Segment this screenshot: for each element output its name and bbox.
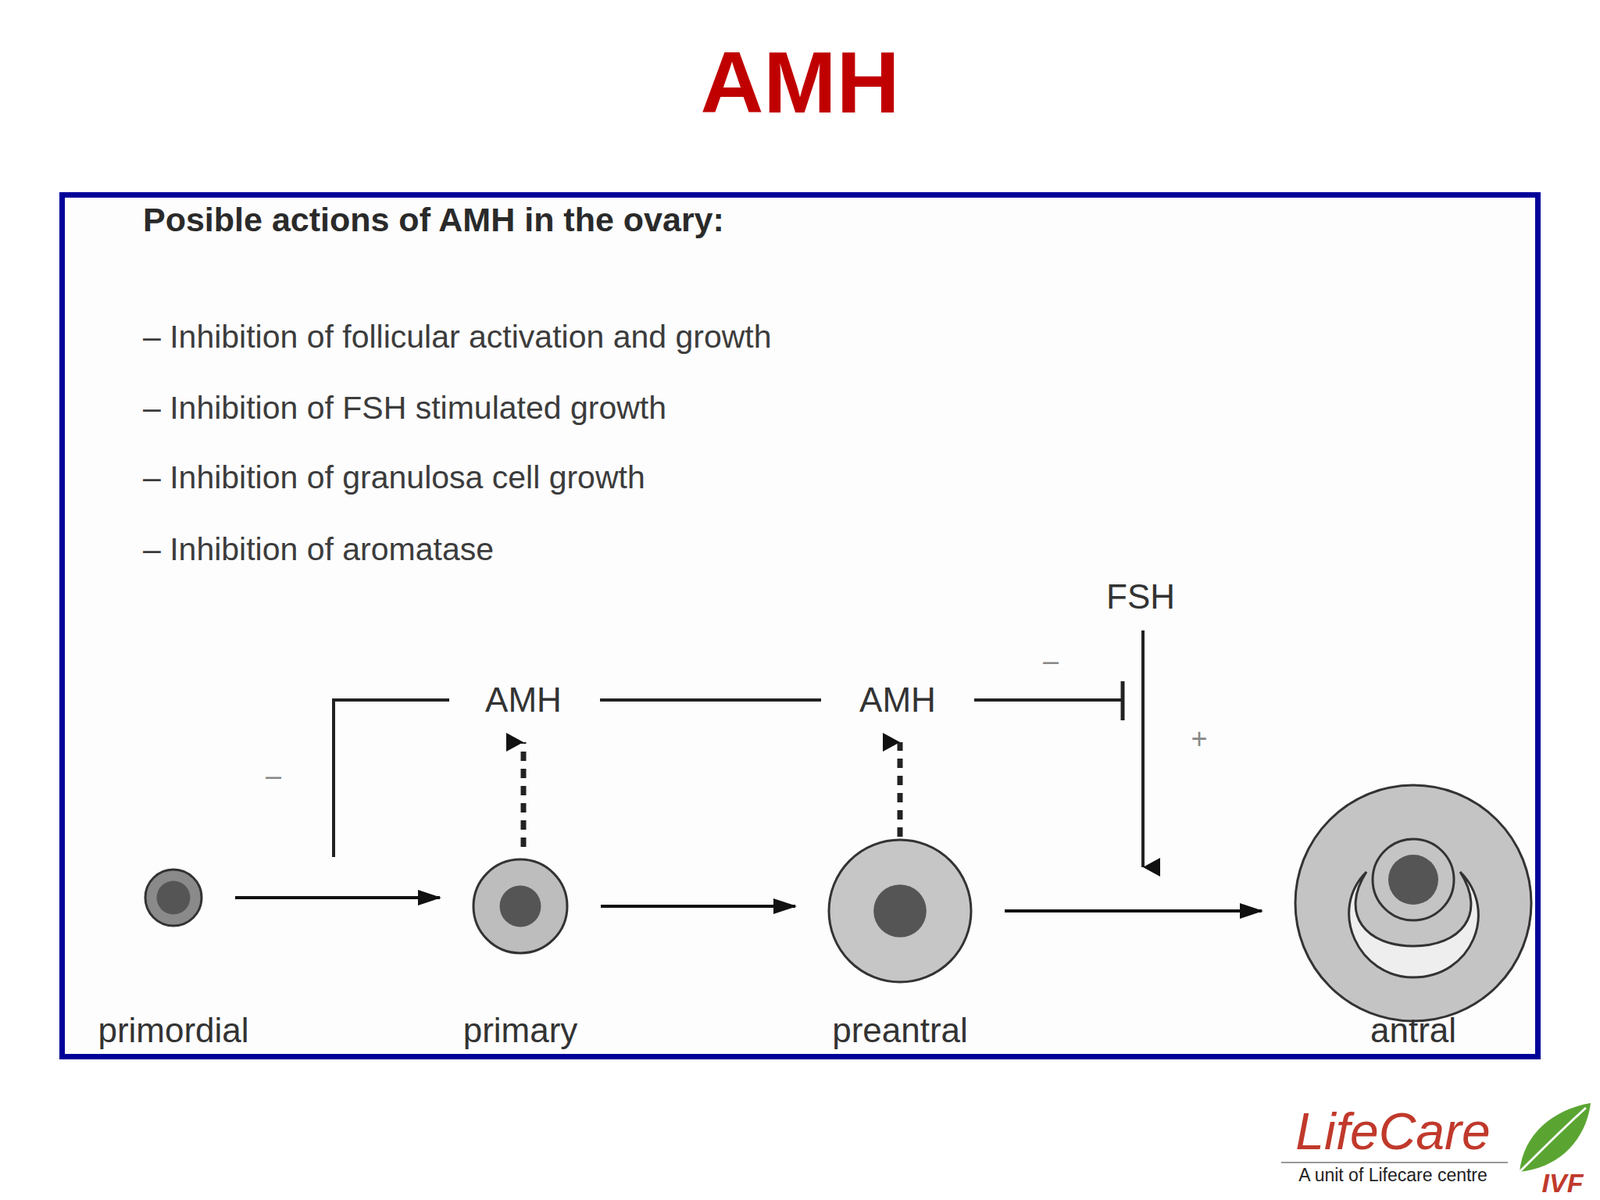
follicle-circle: primordial [142, 867, 204, 929]
page-title: AMH [700, 32, 900, 133]
bullet-text: – Inhibition of granulosa cell growth [142, 459, 646, 497]
bullet-text: – Inhibition of follicular activation an… [142, 318, 772, 356]
stage-label: preantral [832, 1010, 968, 1050]
sign-label: – [265, 759, 282, 793]
stage-label: antral [1370, 1010, 1457, 1050]
stage-label: primordial [97, 1010, 249, 1050]
logo-text: LifeCare [1295, 1101, 1490, 1161]
hormone-label: AMH [859, 680, 936, 720]
follicle-shape [471, 857, 570, 956]
follicle-shape [1292, 782, 1534, 1024]
follicle-circle: primary [471, 857, 570, 956]
hormone-label: AMH [485, 680, 562, 720]
sign-label: – [1042, 644, 1059, 678]
follicle-circle: antral [1292, 782, 1534, 1024]
hormone-label: FSH [1106, 577, 1175, 617]
sign-label: + [1190, 722, 1208, 756]
logo-text: A unit of Lifecare centre [1298, 1164, 1488, 1186]
bullet-text: – Inhibition of FSH stimulated growth [142, 389, 667, 427]
follicle-circle: preantral [826, 837, 974, 985]
logo-text: IVF [1542, 1167, 1584, 1199]
stage-label: primary [463, 1010, 579, 1050]
follicle-shape [826, 837, 974, 985]
bullet-text: – Inhibition of aromatase [142, 531, 494, 568]
panel-heading: Posible actions of AMH in the ovary: [142, 200, 725, 240]
text-panel: Posible actions of AMH in the ovary: – In… [59, 192, 1541, 1060]
follicle-shape [142, 867, 204, 929]
